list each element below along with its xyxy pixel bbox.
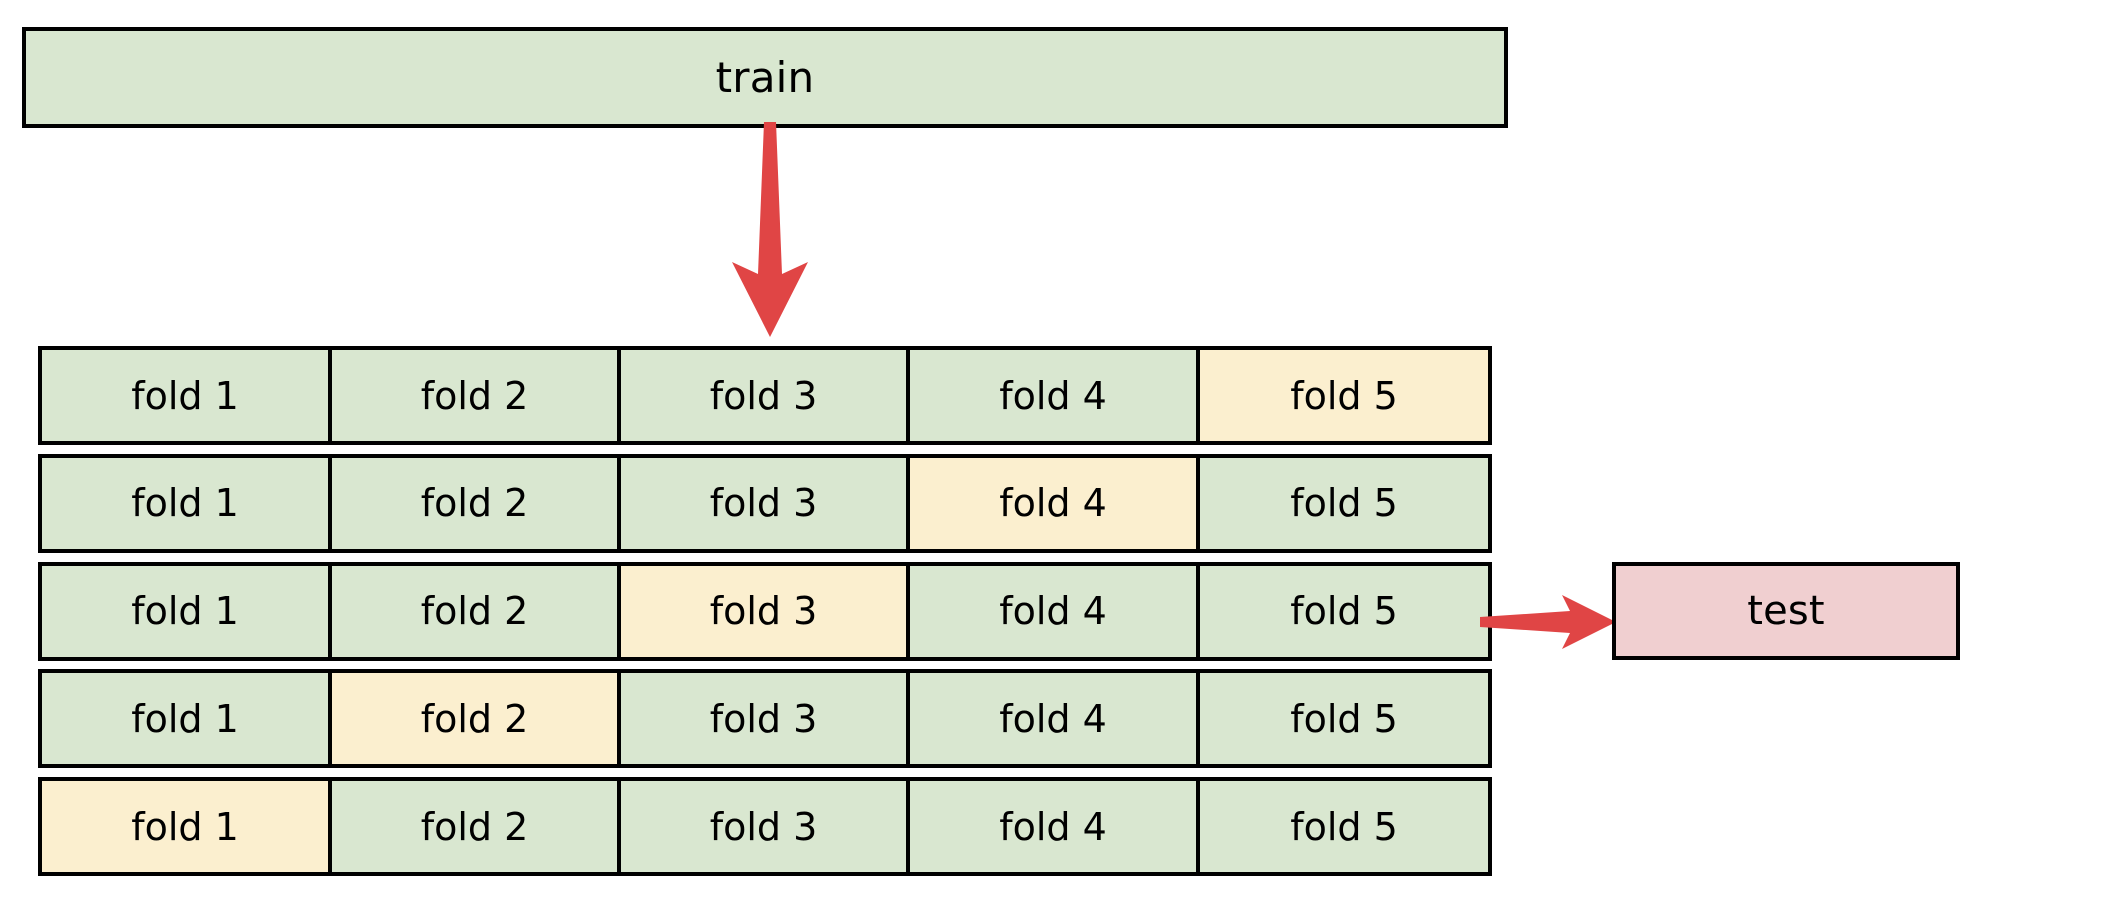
folds-grid: fold 1 fold 2 fold 3 fold 4 fold 5 fold … bbox=[38, 346, 1508, 876]
fold-cell-r2c3[interactable]: fold 3 bbox=[617, 453, 910, 553]
fold-cell-label: fold 3 bbox=[709, 804, 818, 849]
train-bar-label: train bbox=[715, 52, 815, 102]
fold-cell-r5c1[interactable]: fold 1 bbox=[38, 777, 332, 876]
fold-cell-r4c4[interactable]: fold 4 bbox=[906, 669, 1200, 769]
fold-cell-label: fold 1 bbox=[131, 804, 239, 849]
fold-cell-label: fold 1 bbox=[131, 589, 239, 633]
test-bar: test bbox=[1612, 562, 1960, 660]
test-bar-label: test bbox=[1747, 588, 1825, 634]
fold-cell-r2c5[interactable]: fold 5 bbox=[1196, 453, 1492, 553]
fold-cell-r1c2[interactable]: fold 2 bbox=[328, 346, 621, 445]
fold-cell-r4c5[interactable]: fold 5 bbox=[1196, 669, 1492, 769]
fold-cell-r2c4[interactable]: fold 4 bbox=[906, 453, 1200, 553]
fold-cell-r2c1[interactable]: fold 1 bbox=[38, 453, 332, 553]
fold-cell-label: fold 5 bbox=[1290, 589, 1398, 633]
train-bar: train bbox=[22, 27, 1508, 128]
fold-cell-r4c2[interactable]: fold 2 bbox=[328, 669, 621, 769]
fold-cell-label: fold 4 bbox=[999, 804, 1107, 849]
fold-cell-label: fold 5 bbox=[1290, 696, 1398, 741]
fold-cell-label: fold 4 bbox=[999, 481, 1107, 526]
fold-row: fold 1 fold 2 fold 3 fold 4 fold 5 bbox=[38, 453, 1508, 553]
fold-cell-r1c1[interactable]: fold 1 bbox=[38, 346, 332, 445]
fold-cell-r1c4[interactable]: fold 4 bbox=[906, 346, 1200, 445]
fold-cell-label: fold 5 bbox=[1290, 481, 1398, 526]
fold-cell-r4c3[interactable]: fold 3 bbox=[617, 669, 910, 769]
arrow-down-icon bbox=[732, 122, 808, 337]
fold-cell-label: fold 5 bbox=[1290, 804, 1398, 849]
fold-cell-label: fold 2 bbox=[420, 589, 529, 633]
fold-cell-label: fold 1 bbox=[131, 373, 239, 418]
fold-cell-r5c5[interactable]: fold 5 bbox=[1196, 777, 1492, 876]
fold-cell-r5c4[interactable]: fold 4 bbox=[906, 777, 1200, 876]
fold-cell-label: fold 3 bbox=[709, 696, 818, 741]
fold-cell-r5c3[interactable]: fold 3 bbox=[617, 777, 910, 876]
fold-cell-r3c3[interactable]: fold 3 bbox=[617, 561, 910, 661]
fold-cell-r3c4[interactable]: fold 4 bbox=[906, 561, 1200, 661]
fold-cell-r1c5[interactable]: fold 5 bbox=[1196, 346, 1492, 445]
fold-cell-label: fold 3 bbox=[709, 481, 818, 526]
fold-cell-r4c1[interactable]: fold 1 bbox=[38, 669, 332, 769]
fold-row: fold 1 fold 2 fold 3 fold 4 fold 5 bbox=[38, 777, 1508, 876]
fold-cell-r3c2[interactable]: fold 2 bbox=[328, 561, 621, 661]
fold-row: fold 1 fold 2 fold 3 fold 4 fold 5 bbox=[38, 561, 1508, 661]
fold-cell-r5c2[interactable]: fold 2 bbox=[328, 777, 621, 876]
fold-row: fold 1 fold 2 fold 3 fold 4 fold 5 bbox=[38, 346, 1508, 445]
fold-cell-r3c5[interactable]: fold 5 bbox=[1196, 561, 1492, 661]
fold-cell-label: fold 2 bbox=[420, 804, 529, 849]
fold-row: fold 1 fold 2 fold 3 fold 4 fold 5 bbox=[38, 669, 1508, 769]
fold-cell-label: fold 3 bbox=[709, 589, 818, 633]
fold-cell-label: fold 5 bbox=[1290, 373, 1398, 418]
fold-cell-label: fold 4 bbox=[999, 373, 1107, 418]
fold-cell-label: fold 2 bbox=[420, 696, 529, 741]
fold-cell-label: fold 1 bbox=[131, 481, 239, 526]
fold-cell-label: fold 3 bbox=[709, 373, 818, 418]
fold-cell-label: fold 2 bbox=[420, 481, 529, 526]
fold-cell-label: fold 4 bbox=[999, 696, 1107, 741]
fold-cell-r3c1[interactable]: fold 1 bbox=[38, 561, 332, 661]
fold-cell-label: fold 4 bbox=[999, 589, 1107, 633]
fold-cell-label: fold 1 bbox=[131, 696, 239, 741]
fold-cell-r2c2[interactable]: fold 2 bbox=[328, 453, 621, 553]
fold-cell-r1c3[interactable]: fold 3 bbox=[617, 346, 910, 445]
fold-cell-label: fold 2 bbox=[420, 373, 529, 418]
